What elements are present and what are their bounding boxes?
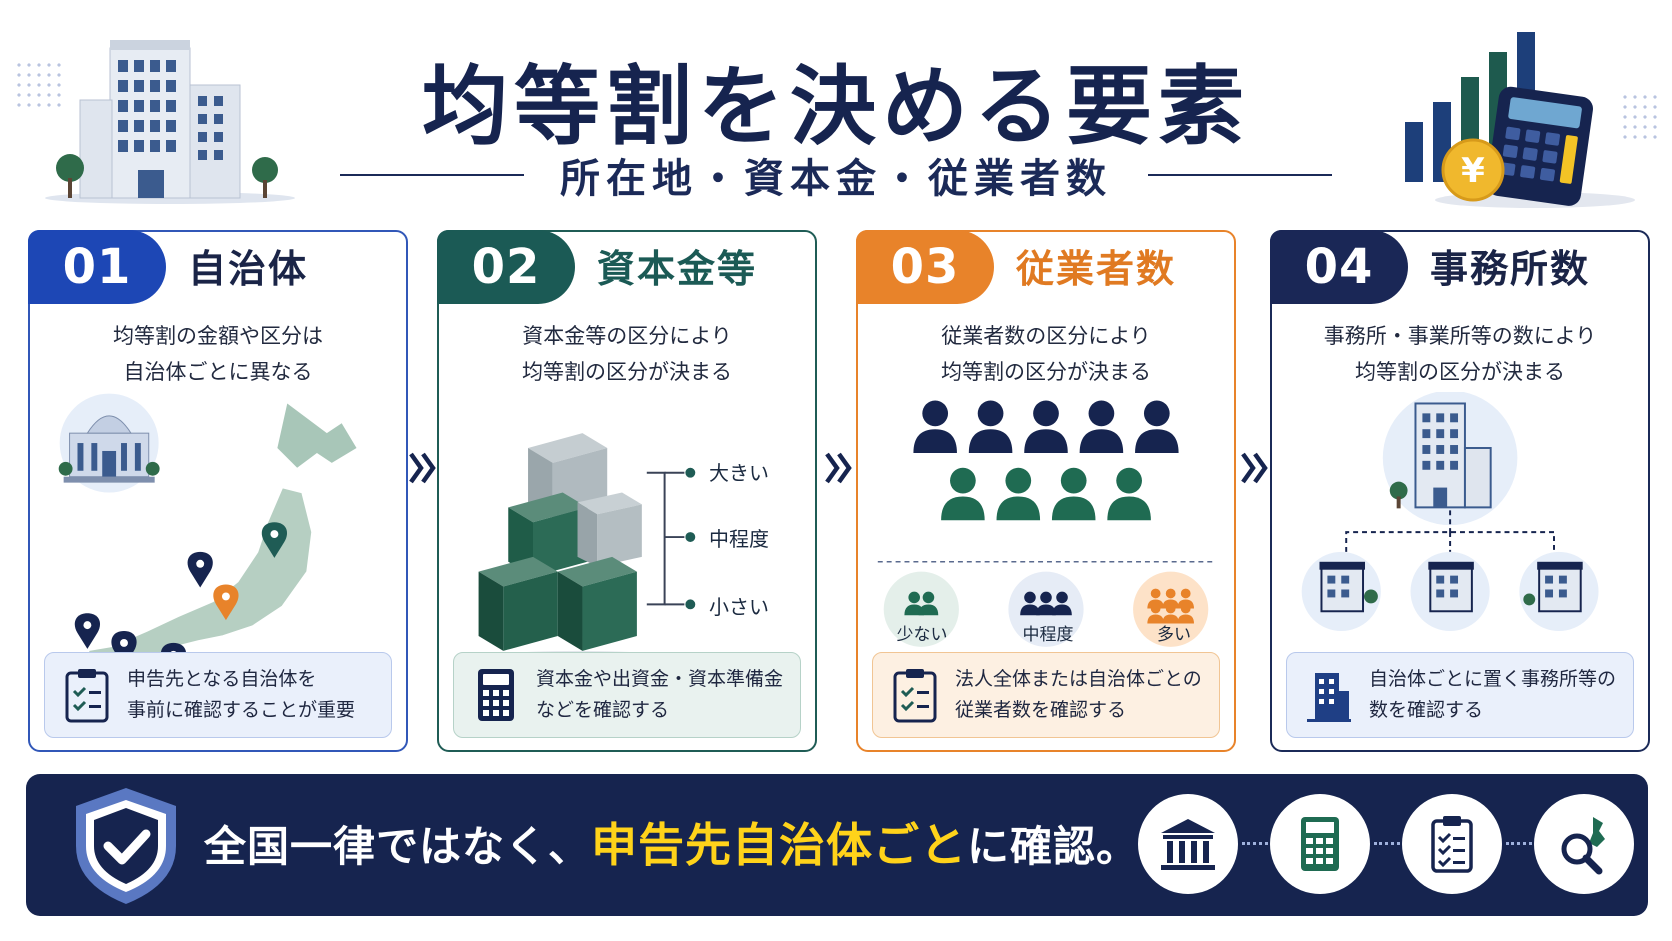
note-line: 資本金や出資金・資本準備金 — [536, 668, 784, 690]
chevron-right-icon — [824, 450, 854, 486]
level-label-few: 少ない — [896, 625, 948, 645]
dot-pattern — [14, 60, 64, 110]
note-line: 数を確認する — [1369, 699, 1484, 721]
scale-label-large: 大きい — [709, 461, 769, 485]
card-description: 資本金等の区分により 均等割の区分が決まる — [439, 318, 815, 390]
people-icon — [877, 400, 1215, 647]
level-label-medium: 中程度 — [1022, 625, 1074, 645]
chevron-right-icon — [1240, 450, 1270, 486]
scale-label-medium: 中程度 — [709, 527, 769, 551]
connector-dots — [1374, 842, 1400, 845]
note-line: 従業者数を確認する — [955, 699, 1127, 721]
calculator-icon-circle — [1270, 794, 1370, 894]
bank-icon-circle — [1138, 794, 1238, 894]
connector-dots — [1506, 842, 1532, 845]
clipboard-icon-circle — [1402, 794, 1502, 894]
branch-office-icon — [1410, 551, 1490, 632]
bottom-message: 全国一律ではなく、申告先自治体ごとに確認。 — [204, 814, 1139, 876]
desc-line: 均等割の区分が決まる — [522, 360, 732, 384]
card-title: 事務所数 — [1430, 247, 1591, 291]
note-line: などを確認する — [536, 699, 670, 721]
divider-line — [1148, 174, 1332, 176]
page-subtitle: 所在地・資本金・従業者数 — [560, 156, 1112, 202]
branch-office-icon — [1519, 551, 1599, 632]
desc-line: 事務所・事業所等の数により — [1323, 324, 1597, 348]
note-text: 自治体ごとに置く事務所等の 数を確認する — [1369, 664, 1616, 726]
card-number-badge: 03 — [856, 230, 994, 304]
note-line: 自治体ごとに置く事務所等の — [1369, 668, 1617, 690]
desc-line: 資本金等の区分により — [522, 324, 732, 348]
note-text: 資本金や出資金・資本準備金 などを確認する — [536, 664, 783, 726]
card-note: 資本金や出資金・資本準備金 などを確認する — [453, 652, 801, 738]
note-line: 事前に確認することが重要 — [127, 699, 356, 721]
desc-line: 自治体ごとに異なる — [123, 360, 313, 384]
desc-line: 均等割の区分が決まる — [941, 360, 1151, 384]
desc-line: 均等割の金額や区分は — [113, 324, 323, 348]
office-icon — [1301, 392, 1599, 632]
svg-text:¥: ¥ — [1461, 151, 1485, 191]
search-map-icon — [1561, 817, 1605, 875]
desc-line: 従業者数の区分により — [941, 324, 1151, 348]
city-hall-icon — [58, 393, 160, 493]
clipboard-icon — [65, 669, 109, 723]
card-description: 事務所・事業所等の数により 均等割の区分が決まる — [1272, 318, 1648, 390]
yen-coin-icon: ¥ — [1441, 138, 1505, 202]
page-title: 均等割を決める要素 — [422, 57, 1250, 157]
card-note: 法人全体または自治体ごとの 従業者数を確認する — [872, 652, 1220, 738]
note-line: 法人全体または自治体ごとの — [955, 668, 1202, 690]
clipboard-icon — [1431, 816, 1473, 873]
card-title: 自治体 — [188, 247, 309, 291]
card-description: 均等割の金額や区分は 自治体ごとに異なる — [30, 318, 406, 390]
subtitle-row: 所在地・資本金・従業者数 — [340, 155, 1332, 202]
card-number-badge: 01 — [28, 230, 166, 304]
shield-check-icon — [76, 788, 176, 904]
scale-label-small: 小さい — [709, 595, 769, 619]
card-jichitai: 01 自治体 均等割の金額や区分は 自治体ごとに異なる — [28, 230, 408, 752]
chevron-right-icon — [408, 450, 438, 486]
card-jugyoshasu: 03 従業者数 従業者数の区分により 均等割の区分が決まる — [856, 230, 1236, 752]
card-note: 自治体ごとに置く事務所等の 数を確認する — [1286, 652, 1634, 738]
card-note: 申告先となる自治体を 事前に確認することが重要 — [44, 652, 392, 738]
desc-line: 均等割の区分が決まる — [1355, 360, 1565, 384]
message-highlight: 申告先自治体ごと — [591, 818, 968, 872]
card-number-badge: 02 — [437, 230, 575, 304]
clipboard-icon — [893, 669, 937, 723]
card-title: 資本金等 — [597, 247, 758, 291]
note-text: 申告先となる自治体を 事前に確認することが重要 — [127, 664, 355, 726]
message-text: 全国一律ではなく、 — [204, 822, 592, 871]
bottom-banner: 全国一律ではなく、申告先自治体ごとに確認。 — [26, 774, 1648, 916]
connector-dots — [1242, 842, 1268, 845]
japan-map-illustration — [58, 393, 357, 691]
dot-pattern — [1620, 92, 1660, 142]
level-label-many: 多い — [1157, 625, 1191, 645]
note-text: 法人全体または自治体ごとの 従業者数を確認する — [955, 664, 1202, 726]
calculator-icon — [1301, 817, 1339, 871]
card-title: 従業者数 — [1016, 247, 1177, 291]
bank-icon — [1161, 819, 1215, 870]
card-shihonkin: 02 資本金等 資本金等の区分により 均等割の区分が決まる 大きい 中程度 小さ… — [437, 230, 817, 752]
divider-line — [340, 174, 524, 176]
card-number-badge: 04 — [1270, 230, 1408, 304]
note-line: 申告先となる自治体を — [127, 668, 317, 690]
calculator-icon — [478, 669, 514, 721]
calculator-icon: ¥ — [1405, 32, 1635, 208]
branch-office-icon — [1301, 551, 1381, 632]
message-text: に確認。 — [967, 822, 1140, 871]
search-map-icon-circle — [1534, 794, 1634, 894]
building-icon — [45, 40, 295, 204]
card-jimushosu: 04 事務所数 事務所・事業所等の数により 均等割の区分が決まる — [1270, 230, 1650, 752]
card-description: 従業者数の区分により 均等割の区分が決まる — [858, 318, 1234, 390]
cube-stack-icon — [458, 433, 697, 675]
office-building-icon — [1307, 673, 1351, 722]
